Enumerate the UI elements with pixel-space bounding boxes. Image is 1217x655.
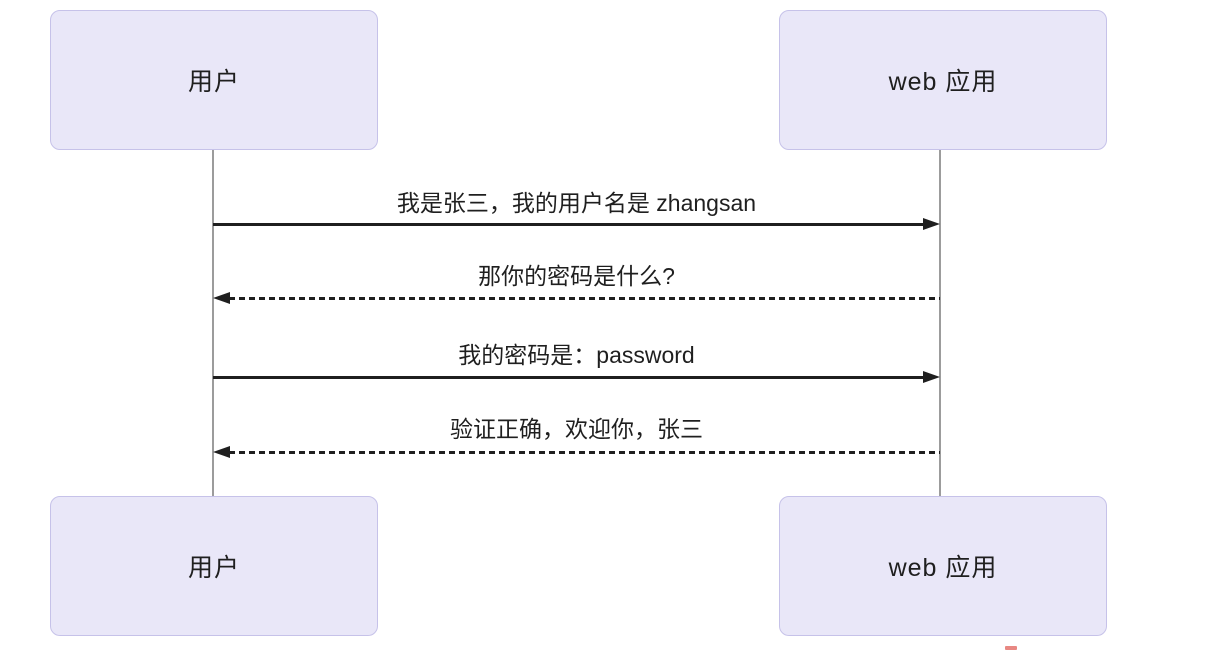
message-label: 我是张三，我的用户名是 zhangsan [396,190,757,216]
arrow-line [229,297,940,300]
actor-top-webapp: web 应用 [779,10,1107,150]
red-watermark-mark [1005,646,1017,650]
actor-label: web 应用 [888,554,998,582]
actor-label: 用户 [187,554,240,582]
arrowhead-right-icon [923,370,940,383]
message-label: 我的密码是：password [458,342,695,368]
message-label: 验证正确，欢迎你，张三 [450,416,703,442]
actor-top-user: 用户 [50,10,378,150]
actor-bottom-webapp: web 应用 [779,496,1107,636]
arrowhead-right-icon [923,217,940,230]
actor-bottom-user: 用户 [50,496,378,636]
arrow-line [229,451,940,454]
actor-label: 用户 [187,68,240,96]
arrowhead-left-icon [213,445,230,458]
arrowhead-left-icon [213,291,230,304]
arrow-line [213,223,924,226]
arrow-line [213,376,924,379]
actor-label: web 应用 [888,68,998,96]
lifeline-webapp [939,150,941,496]
message-label: 那你的密码是什么? [478,263,675,289]
lifeline-user [212,150,214,496]
